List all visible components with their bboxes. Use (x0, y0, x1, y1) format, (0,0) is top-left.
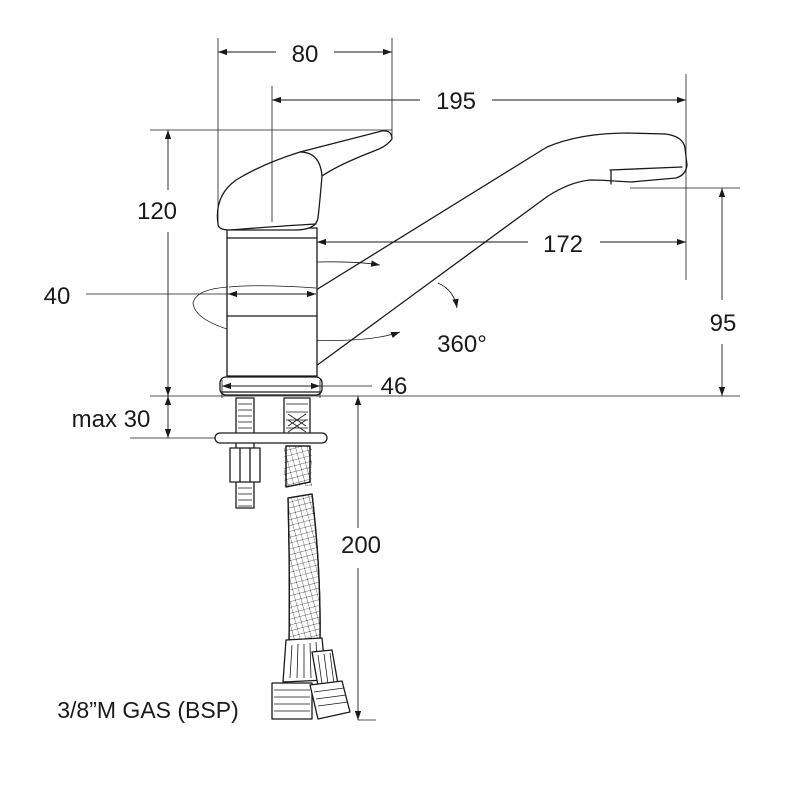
label-base-diameter: 46 (381, 373, 408, 400)
label-body-height: 120 (137, 198, 177, 225)
label-connection: 3/8”M GAS (BSP) (57, 697, 238, 723)
label-outlet-height: 95 (710, 310, 737, 337)
mixer-body (226, 227, 318, 381)
label-spout-reach: 195 (436, 88, 476, 115)
flexible-hose (282, 493, 339, 687)
mounting-kit (214, 397, 351, 720)
hose-upper-section (284, 445, 312, 488)
label-handle-width: 80 (292, 41, 319, 68)
faucet (192, 130, 688, 396)
spout-rotation-arrow (437, 282, 459, 309)
label-rotation: 360° (437, 331, 487, 358)
label-body-diameter: 40 (44, 283, 71, 310)
label-spout-length: 172 (543, 231, 583, 258)
label-max-thickness: max 30 (72, 406, 151, 433)
lever-handle (216, 130, 393, 231)
fixing-plate (214, 432, 328, 444)
hex-nut (229, 447, 261, 483)
dimension-lines (86, 38, 740, 721)
bsp-connector (271, 680, 351, 720)
spout (315, 132, 688, 367)
dimension-labels: 80 195 120 40 172 95 360° 46 max 30 200 … (44, 41, 737, 723)
label-hose-length: 200 (341, 532, 381, 559)
